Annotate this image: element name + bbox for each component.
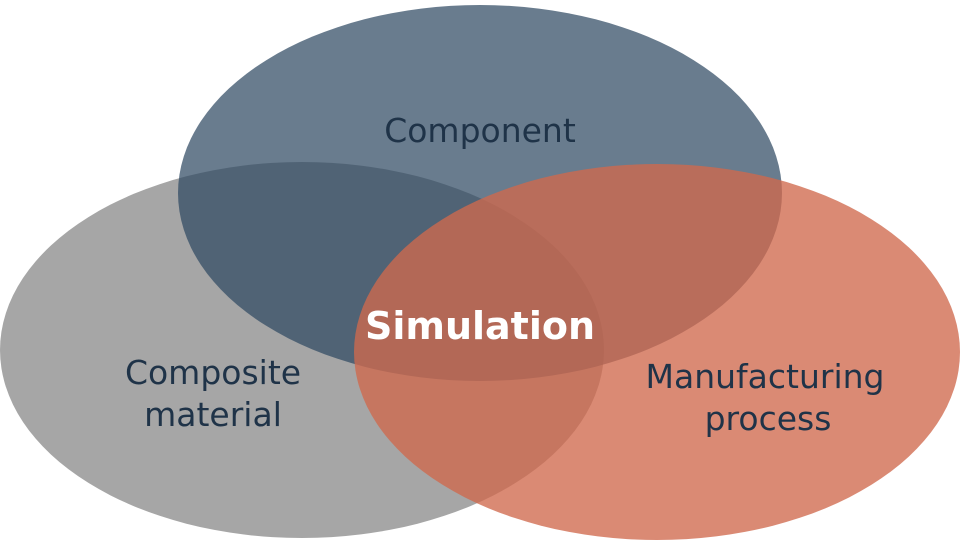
label-manufacturing-line1: Manufacturing [646,357,885,396]
center-label: Simulation [365,304,595,348]
label-composite-line2: material [144,395,282,434]
label-component: Component [384,111,576,150]
label-composite-line1: Composite [125,353,301,392]
label-manufacturing-line2: process [705,399,832,438]
set-manufacturing-process [354,164,960,540]
